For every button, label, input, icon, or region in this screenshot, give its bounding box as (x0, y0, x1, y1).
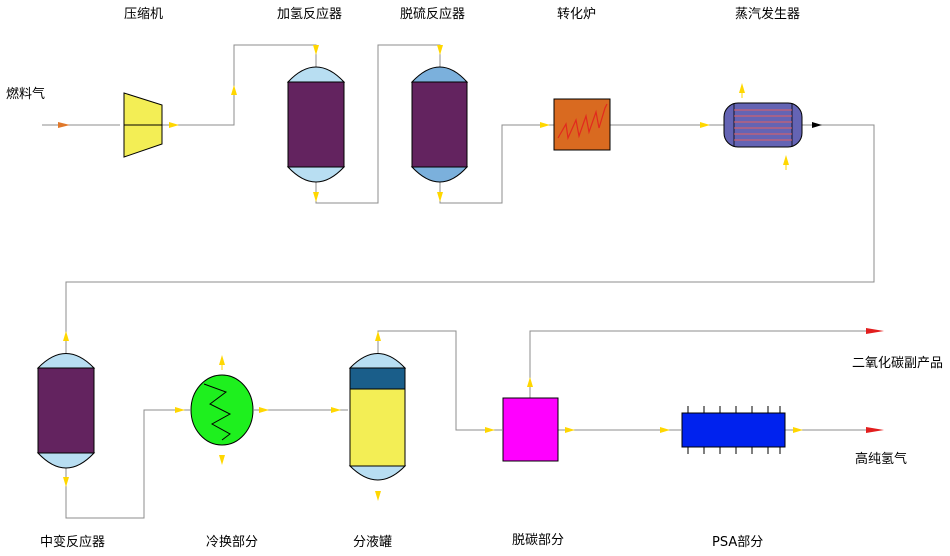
desulf-reactor-body (411, 81, 468, 168)
reformer-box (553, 98, 611, 151)
separator-top-section (349, 367, 406, 390)
desulf-reactor-top-cap (410, 66, 469, 83)
compressor (123, 92, 163, 158)
flow-arrow (437, 45, 443, 55)
flow-arrow (175, 407, 185, 413)
hydro-reactor-top-cap (286, 66, 346, 83)
flow-arrow (660, 427, 670, 433)
heat-exchanger-coil (203, 383, 232, 441)
hydro-reactor-bottom-cap (286, 166, 346, 183)
product-arrows (58, 122, 884, 433)
flow-arrow (231, 85, 237, 95)
flow-arrow (375, 491, 381, 501)
flow-arrow (375, 331, 381, 341)
label-hydrogen: 高纯氢气 (855, 452, 908, 467)
decarb-box (502, 397, 559, 462)
flow-arrow (565, 427, 575, 433)
label-separator: 分液罐 (353, 535, 393, 550)
hydro-reactor-body (287, 81, 345, 168)
pipe-steam-to-shift (65, 124, 875, 354)
shift-reactor-top-cap (36, 353, 96, 369)
reformer (553, 98, 611, 151)
hydro-reactor (286, 66, 346, 183)
separator-top-cap (348, 353, 407, 369)
reformer-coil (557, 103, 608, 141)
label-shift-reactor: 中变反应器 (40, 535, 106, 550)
separator-bottom-cap (348, 465, 407, 481)
desulf-reactor (410, 66, 469, 183)
flow-arrow (219, 455, 225, 465)
psa-unit (681, 406, 786, 454)
shift-reactor (36, 353, 96, 469)
label-decarb: 脱碳部分 (512, 533, 565, 548)
psa-box (681, 412, 786, 448)
flow-arrow (793, 427, 803, 433)
flow-arrow (700, 122, 710, 128)
shift-reactor-bottom-cap (36, 452, 96, 469)
flow-arrow (63, 477, 69, 487)
decarb-unit (502, 397, 559, 462)
fuel-gas-feed-arrow (58, 122, 70, 128)
steam-generator-body (723, 102, 803, 148)
flow-arrow (540, 122, 550, 128)
flow-arrow (63, 331, 69, 341)
label-fuel-gas: 燃料气 (6, 87, 46, 102)
label-heat-exchange: 冷换部分 (206, 535, 259, 550)
steam-generator-tubes (734, 109, 792, 141)
desulf-reactor-bottom-cap (410, 166, 469, 183)
label-compressor: 压缩机 (124, 7, 164, 22)
label-psa: PSA部分 (712, 535, 764, 550)
co2-product-arrow (866, 328, 884, 334)
steam-outlet-arrow (812, 122, 822, 128)
flow-arrow (313, 45, 319, 55)
psa-nozzles (687, 406, 781, 454)
flow-arrow (313, 192, 319, 202)
flow-arrows (63, 45, 803, 501)
flow-arrow (259, 407, 269, 413)
label-reformer: 转化炉 (557, 7, 597, 22)
flow-arrow (169, 122, 179, 128)
pipe-shift-to-exchanger (65, 409, 190, 519)
flow-arrow (331, 407, 341, 413)
label-steam-generator: 蒸汽发生器 (735, 7, 801, 22)
steam-generator (723, 102, 803, 148)
separator-body (349, 388, 406, 467)
label-desulf-reactor: 脱硫反应器 (400, 7, 466, 22)
flow-arrow (527, 377, 533, 387)
label-co2-product: 二氧化碳副产品 (852, 356, 944, 371)
separator (348, 353, 407, 481)
flow-arrow (485, 427, 495, 433)
label-hydro-reactor: 加氢反应器 (277, 7, 343, 22)
heat-exchanger (190, 374, 254, 446)
pipe-decarb-to-co2 (529, 330, 866, 398)
shift-reactor-body (37, 367, 95, 454)
hydrogen-product-arrow (866, 427, 884, 433)
flow-arrow (437, 192, 443, 202)
